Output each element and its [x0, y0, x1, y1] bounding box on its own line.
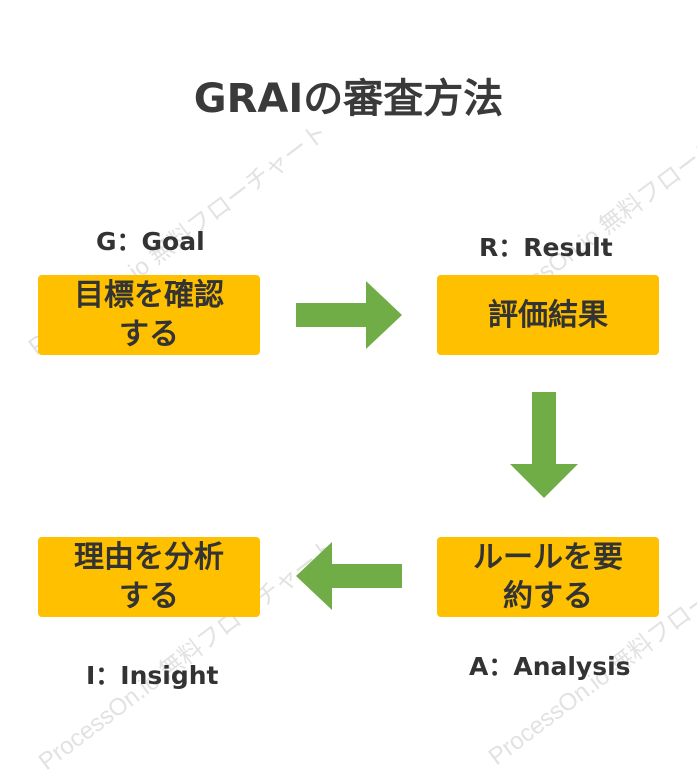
step-box-text: 目標を確認: [74, 278, 224, 313]
step-label-result: R：Result: [479, 233, 613, 262]
arrow-down: [510, 392, 578, 498]
step-label-insight: I：Insight: [86, 661, 219, 690]
step-box-analysis: ルールを要 約する: [437, 537, 659, 617]
step-box-goal: 目標を確認 する: [38, 275, 260, 355]
page-title: GRAIの審査方法: [193, 76, 504, 122]
step-box-text: する: [119, 317, 179, 352]
step-box-result: 評価結果: [437, 275, 659, 355]
arrow-left: [296, 542, 402, 610]
step-box-text: 理由を分析: [74, 540, 224, 575]
step-box-text: 評価結果: [488, 297, 608, 333]
step-box-text: 約する: [503, 579, 593, 614]
step-box-insight: 理由を分析 する: [38, 537, 260, 617]
arrow-right: [296, 281, 402, 349]
step-label-goal: G：Goal: [96, 227, 205, 256]
step-label-analysis: A：Analysis: [469, 652, 631, 681]
step-box-text: する: [119, 579, 179, 614]
step-box-text: ルールを要: [473, 540, 623, 575]
